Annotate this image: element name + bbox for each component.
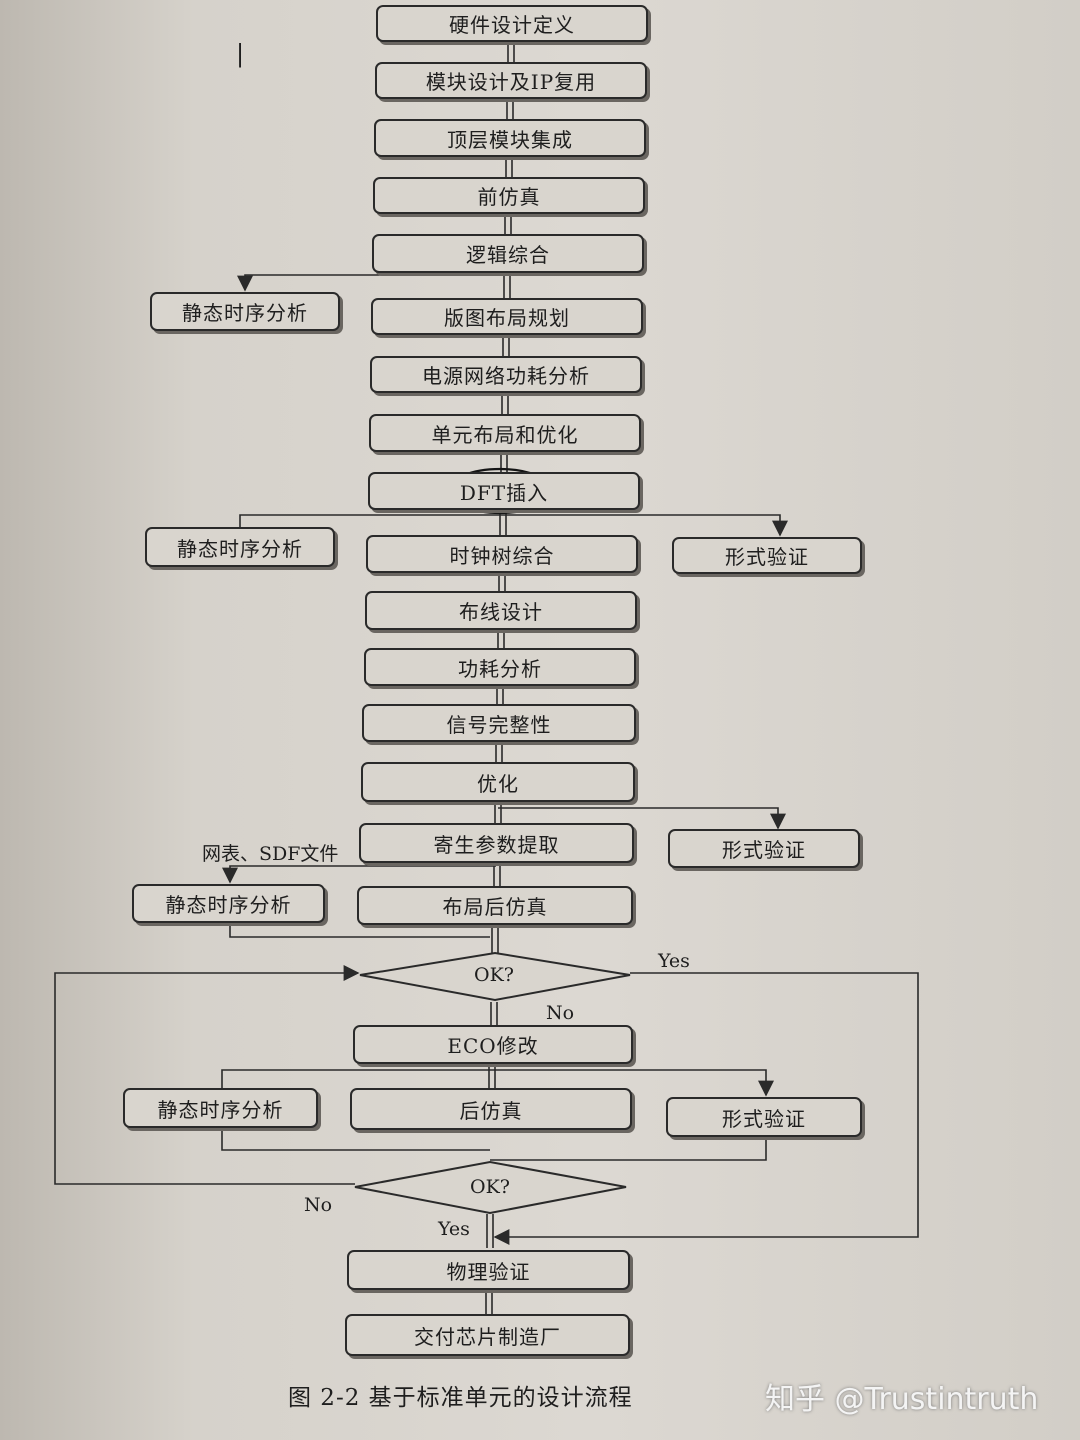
label-netlist-sdf: 网表、SDF文件 <box>202 843 339 865</box>
sta-3-merge <box>229 922 490 938</box>
decision-ok-2-shape <box>354 1160 627 1215</box>
box-cts: 时钟树综合 <box>366 535 638 573</box>
main-flow-arrows <box>485 42 515 1314</box>
no-2-loop <box>54 965 360 1185</box>
box-fv-1: 形式验证 <box>672 537 862 574</box>
label-yes-1: Yes <box>658 950 690 972</box>
decision-ok-1-label: OK? <box>474 964 514 986</box>
decision-ok-2-label: OK? <box>470 1176 510 1198</box>
box-sta-4: 静态时序分析 <box>123 1088 318 1128</box>
box-sta-1: 静态时序分析 <box>150 292 340 331</box>
label-no-2: No <box>304 1194 333 1216</box>
branch-to-sta-1 <box>237 274 505 292</box>
box-phys-verify: 物理验证 <box>347 1250 630 1290</box>
box-hw-define: 硬件设计定义 <box>376 5 648 42</box>
box-floorplan: 版图布局规划 <box>371 298 643 335</box>
box-post-sim: 布局后仿真 <box>357 886 633 925</box>
pen-mark: | <box>236 40 245 68</box>
watermark: 知乎 @Trustintruth <box>765 1382 1039 1417</box>
box-pre-sim: 前仿真 <box>373 177 645 214</box>
box-tapeout: 交付芯片制造厂 <box>345 1314 630 1356</box>
branch-dft-split <box>239 514 780 535</box>
box-fv-2: 形式验证 <box>668 829 860 868</box>
box-power-analysis: 功耗分析 <box>364 648 636 686</box>
box-routing: 布线设计 <box>365 591 637 630</box>
box-module-ip: 模块设计及IP复用 <box>375 62 647 99</box>
box-top-integration: 顶层模块集成 <box>374 119 646 157</box>
box-signal-integrity: 信号完整性 <box>362 704 636 742</box>
box-sta-2: 静态时序分析 <box>145 527 335 567</box>
branch-netlist <box>222 865 496 884</box>
box-eco: ECO修改 <box>353 1025 633 1064</box>
box-dft: DFT插入 <box>368 472 640 510</box>
decision-ok-1-shape <box>359 951 631 1002</box>
box-optimize: 优化 <box>361 762 635 802</box>
label-no-1: No <box>546 1002 575 1024</box>
box-power-grid: 电源网络功耗分析 <box>370 356 642 393</box>
branch-eco-split <box>221 1069 766 1095</box>
label-yes-2: Yes <box>438 1218 470 1240</box>
box-fv-3: 形式验证 <box>666 1097 862 1137</box>
branch-fv-2 <box>498 807 786 830</box>
box-sta-3: 静态时序分析 <box>132 884 325 923</box>
merge-post-sim <box>221 1128 767 1161</box>
box-post-sim-2: 后仿真 <box>350 1088 632 1130</box>
figure-caption: 图 2-2 基于标准单元的设计流程 <box>288 1385 633 1411</box>
box-logic-synth: 逻辑综合 <box>372 234 644 273</box>
yes-1-path <box>493 972 919 1245</box>
box-extraction: 寄生参数提取 <box>359 823 634 863</box>
box-placement: 单元布局和优化 <box>369 414 641 452</box>
